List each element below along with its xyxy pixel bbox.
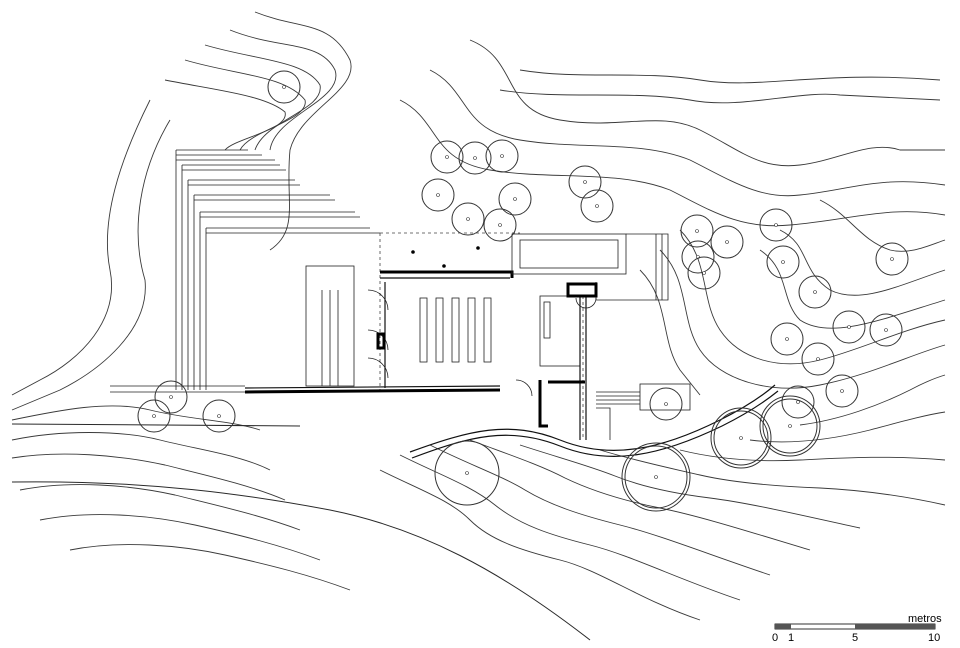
tree [580,189,614,223]
tree [451,202,485,236]
building-plan [244,233,691,440]
tree-large [621,442,691,512]
tree [687,256,721,290]
tree [458,141,492,175]
scale-segment-0-1 [775,624,791,629]
tree [710,225,744,259]
tree [568,165,602,199]
contour-lines-east [399,39,946,396]
tree [832,310,866,344]
tree [781,385,815,419]
tree [498,182,532,216]
tree [681,240,715,274]
tree [825,374,859,408]
road-lines [11,423,591,641]
tree [202,399,236,433]
tree [137,399,171,433]
tree [798,275,832,309]
columns [411,246,480,268]
terraces [110,149,520,393]
tree [421,178,455,212]
tree [485,139,519,173]
tree [680,214,714,248]
scale-tick-0: 0 [772,632,778,644]
tree-large [434,440,500,506]
tree [766,245,800,279]
tree [267,70,301,104]
contour-lines-south [379,374,946,621]
tree-large [710,407,772,469]
scale-tick-10: 10 [928,632,940,644]
tree [875,242,909,276]
curved-wall [409,384,779,459]
scale-tick-1: 1 [788,632,794,644]
tree [154,380,188,414]
scale-bar: metros 0 1 5 10 [772,613,942,644]
tree [801,342,835,376]
tree [430,140,464,174]
scale-unit-label: metros [908,613,942,625]
tree [759,208,793,242]
scale-tick-5: 5 [852,632,858,644]
tree [770,322,804,356]
tree-large [759,395,821,457]
tree [483,208,517,242]
tree [869,313,903,347]
scale-segment-5-10 [855,624,935,629]
tree [649,387,683,421]
trees [137,70,909,512]
contour-lines-west [11,11,352,591]
